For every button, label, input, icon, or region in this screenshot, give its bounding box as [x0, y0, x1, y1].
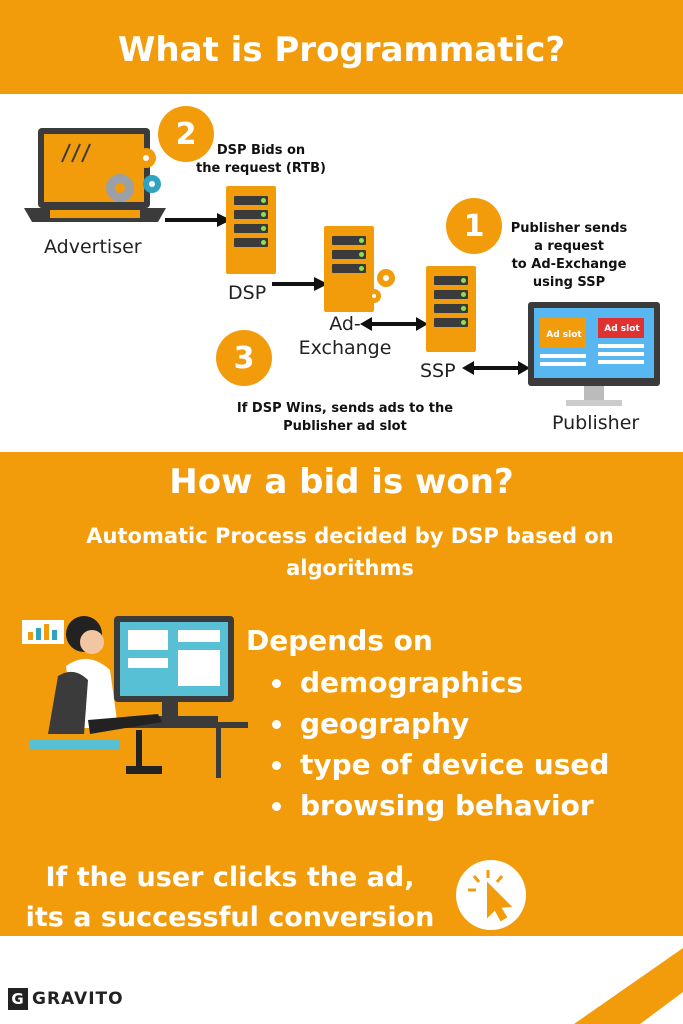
programmatic-diagram: Advertiser 2 DSP Bids on the request (RT…	[0, 94, 683, 452]
factor-list: demographics geography type of device us…	[270, 662, 609, 826]
step-1-text: Publisher sends a request to Ad-Exchange…	[510, 221, 628, 290]
conversion-text: If the user clicks the ad, its a success…	[25, 862, 435, 933]
ssp-server	[426, 266, 476, 352]
step-3-text: If DSP Wins, sends ads to the Publisher …	[236, 401, 454, 434]
logo-text: GRAVITO	[32, 989, 124, 1009]
factor-item: browsing behavior	[296, 785, 609, 826]
click-cursor-icon	[456, 860, 526, 930]
ad-exchange-server	[324, 226, 374, 312]
double-arrow-icon	[360, 317, 428, 331]
factor-item: demographics	[296, 662, 609, 703]
section-subtitle: Automatic Process decided by DSP based o…	[86, 524, 614, 580]
logo-mark: G	[8, 988, 28, 1010]
gear-icon	[367, 269, 395, 303]
page-title: What is Programmatic?	[117, 30, 566, 70]
dsp-server	[226, 186, 276, 274]
corner-decoration	[574, 948, 683, 1024]
person-at-computer-illustration	[22, 616, 248, 778]
ad-exchange-label: Ad- Exchange	[298, 313, 392, 359]
step-1-badge: 1	[446, 198, 502, 254]
advertiser-label: Advertiser	[44, 236, 142, 258]
factor-item: geography	[296, 703, 609, 744]
dsp-label: DSP	[228, 282, 267, 304]
ssp-label: SSP	[420, 360, 456, 382]
double-arrow-icon	[462, 361, 530, 375]
step-3-badge: 3	[216, 330, 272, 386]
ad-slot-1: Ad slot	[546, 330, 582, 340]
bid-section-band	[0, 452, 683, 936]
factor-item: type of device used	[296, 744, 609, 785]
section-title: How a bid is won?	[169, 462, 514, 502]
depends-on-label: Depends on	[246, 624, 433, 657]
step-2-badge: 2	[158, 106, 214, 162]
monitor-icon	[528, 302, 660, 406]
step-2-text: DSP Bids on the request (RTB)	[196, 143, 326, 176]
laptop-icon	[24, 128, 166, 222]
arrow-right-icon	[272, 277, 328, 291]
gravito-logo: G GRAVITO	[8, 988, 124, 1010]
publisher-label: Publisher	[552, 412, 640, 434]
ad-slot-2: Ad slot	[604, 324, 640, 334]
header-band	[0, 0, 683, 94]
arrow-right-icon	[165, 213, 231, 227]
